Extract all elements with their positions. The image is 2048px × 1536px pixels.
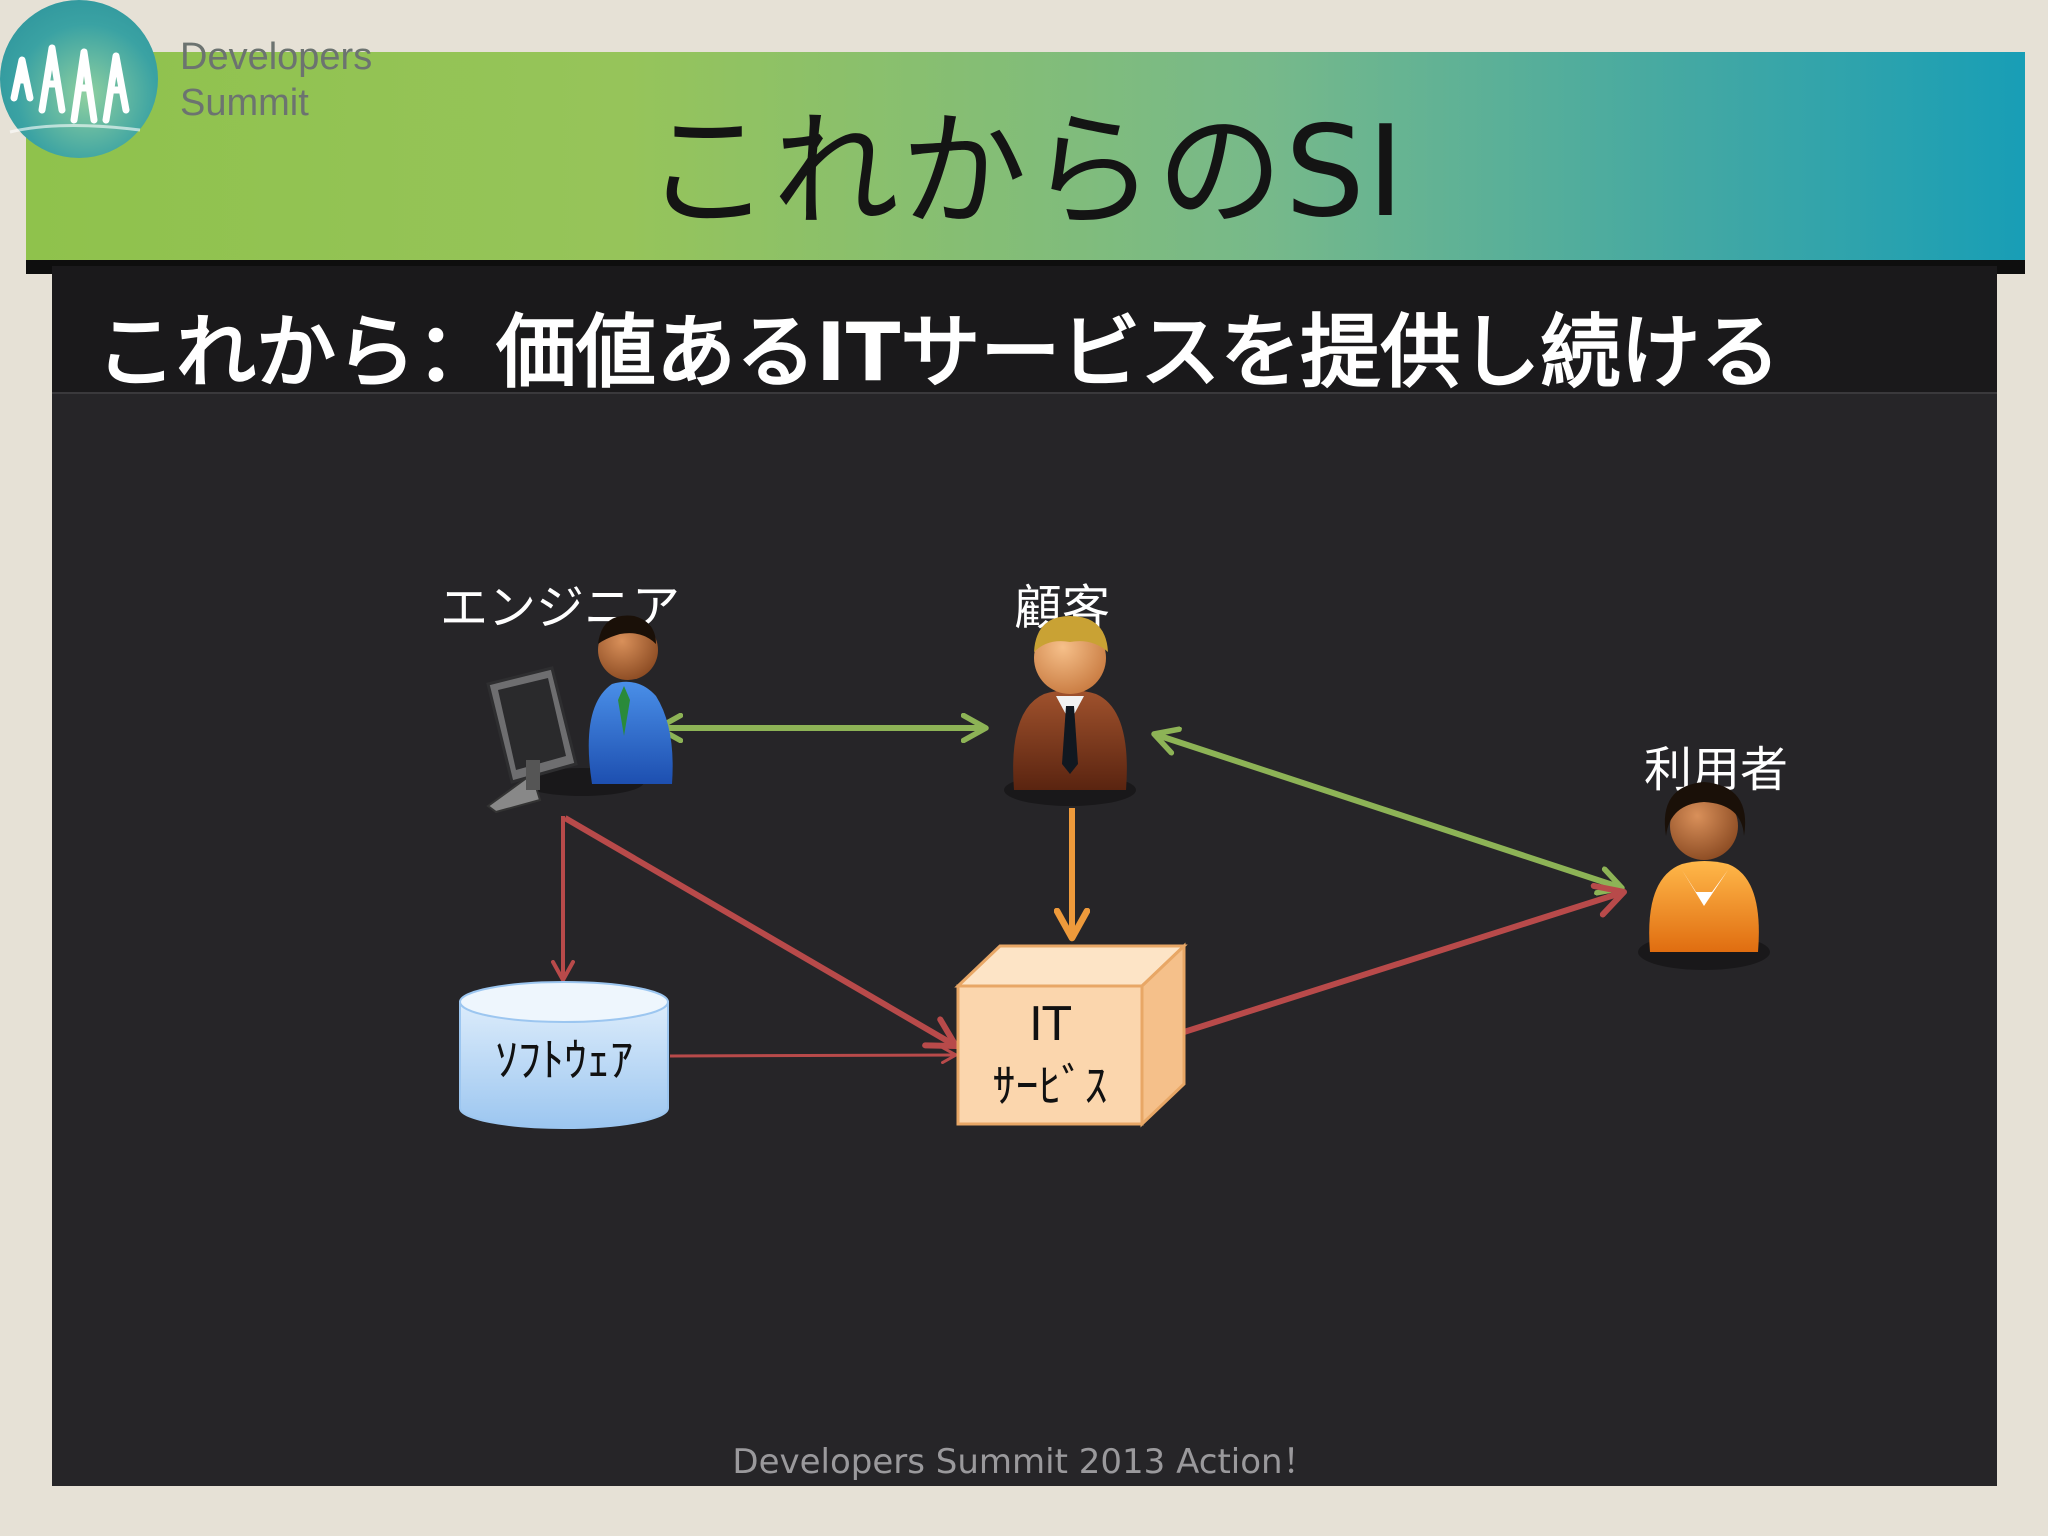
customer-icon <box>1004 616 1136 806</box>
title-banner: これからのSI <box>26 52 2025 260</box>
slide-title: これからのSI <box>644 98 1407 245</box>
content-panel: エンジニア 顧客 利用者 <box>52 266 1997 1486</box>
logo-text: Developers Summit <box>180 34 372 126</box>
it-service-box: IT ｻｰﾋﾞｽ <box>954 942 1188 1128</box>
slide-footer: Developers Summit 2013 Action！ <box>732 1442 1317 1482</box>
it-service-line1: IT <box>1029 997 1072 1051</box>
subtitle-band: これから：価値あるITサービスを提供し続ける <box>52 266 1997 399</box>
engineer-itservice-arrow <box>563 815 959 1049</box>
software-label: ｿﾌﾄｳｪｱ <box>495 1033 633 1087</box>
logo-mark-icon <box>9 44 141 134</box>
itservice-user-arrow <box>1139 882 1627 1049</box>
user-icon <box>1638 782 1770 970</box>
engineer-icon <box>486 615 673 814</box>
customer-user-arrow <box>1154 734 1622 888</box>
developers-summit-logo <box>0 0 158 158</box>
logo-line-summit: Summit <box>180 82 309 124</box>
it-service-line2: ｻｰﾋﾞｽ <box>993 1059 1108 1113</box>
software-cylinder: ｿﾌﾄｳｪｱ <box>459 981 669 1129</box>
software-itservice-arrow <box>669 1046 958 1065</box>
logo-line-developers: Developers <box>180 36 373 78</box>
slide-subtitle: これから：価値あるITサービスを提供し続ける <box>96 306 1781 399</box>
it-service-diagram: エンジニア 顧客 利用者 <box>440 580 1788 1129</box>
